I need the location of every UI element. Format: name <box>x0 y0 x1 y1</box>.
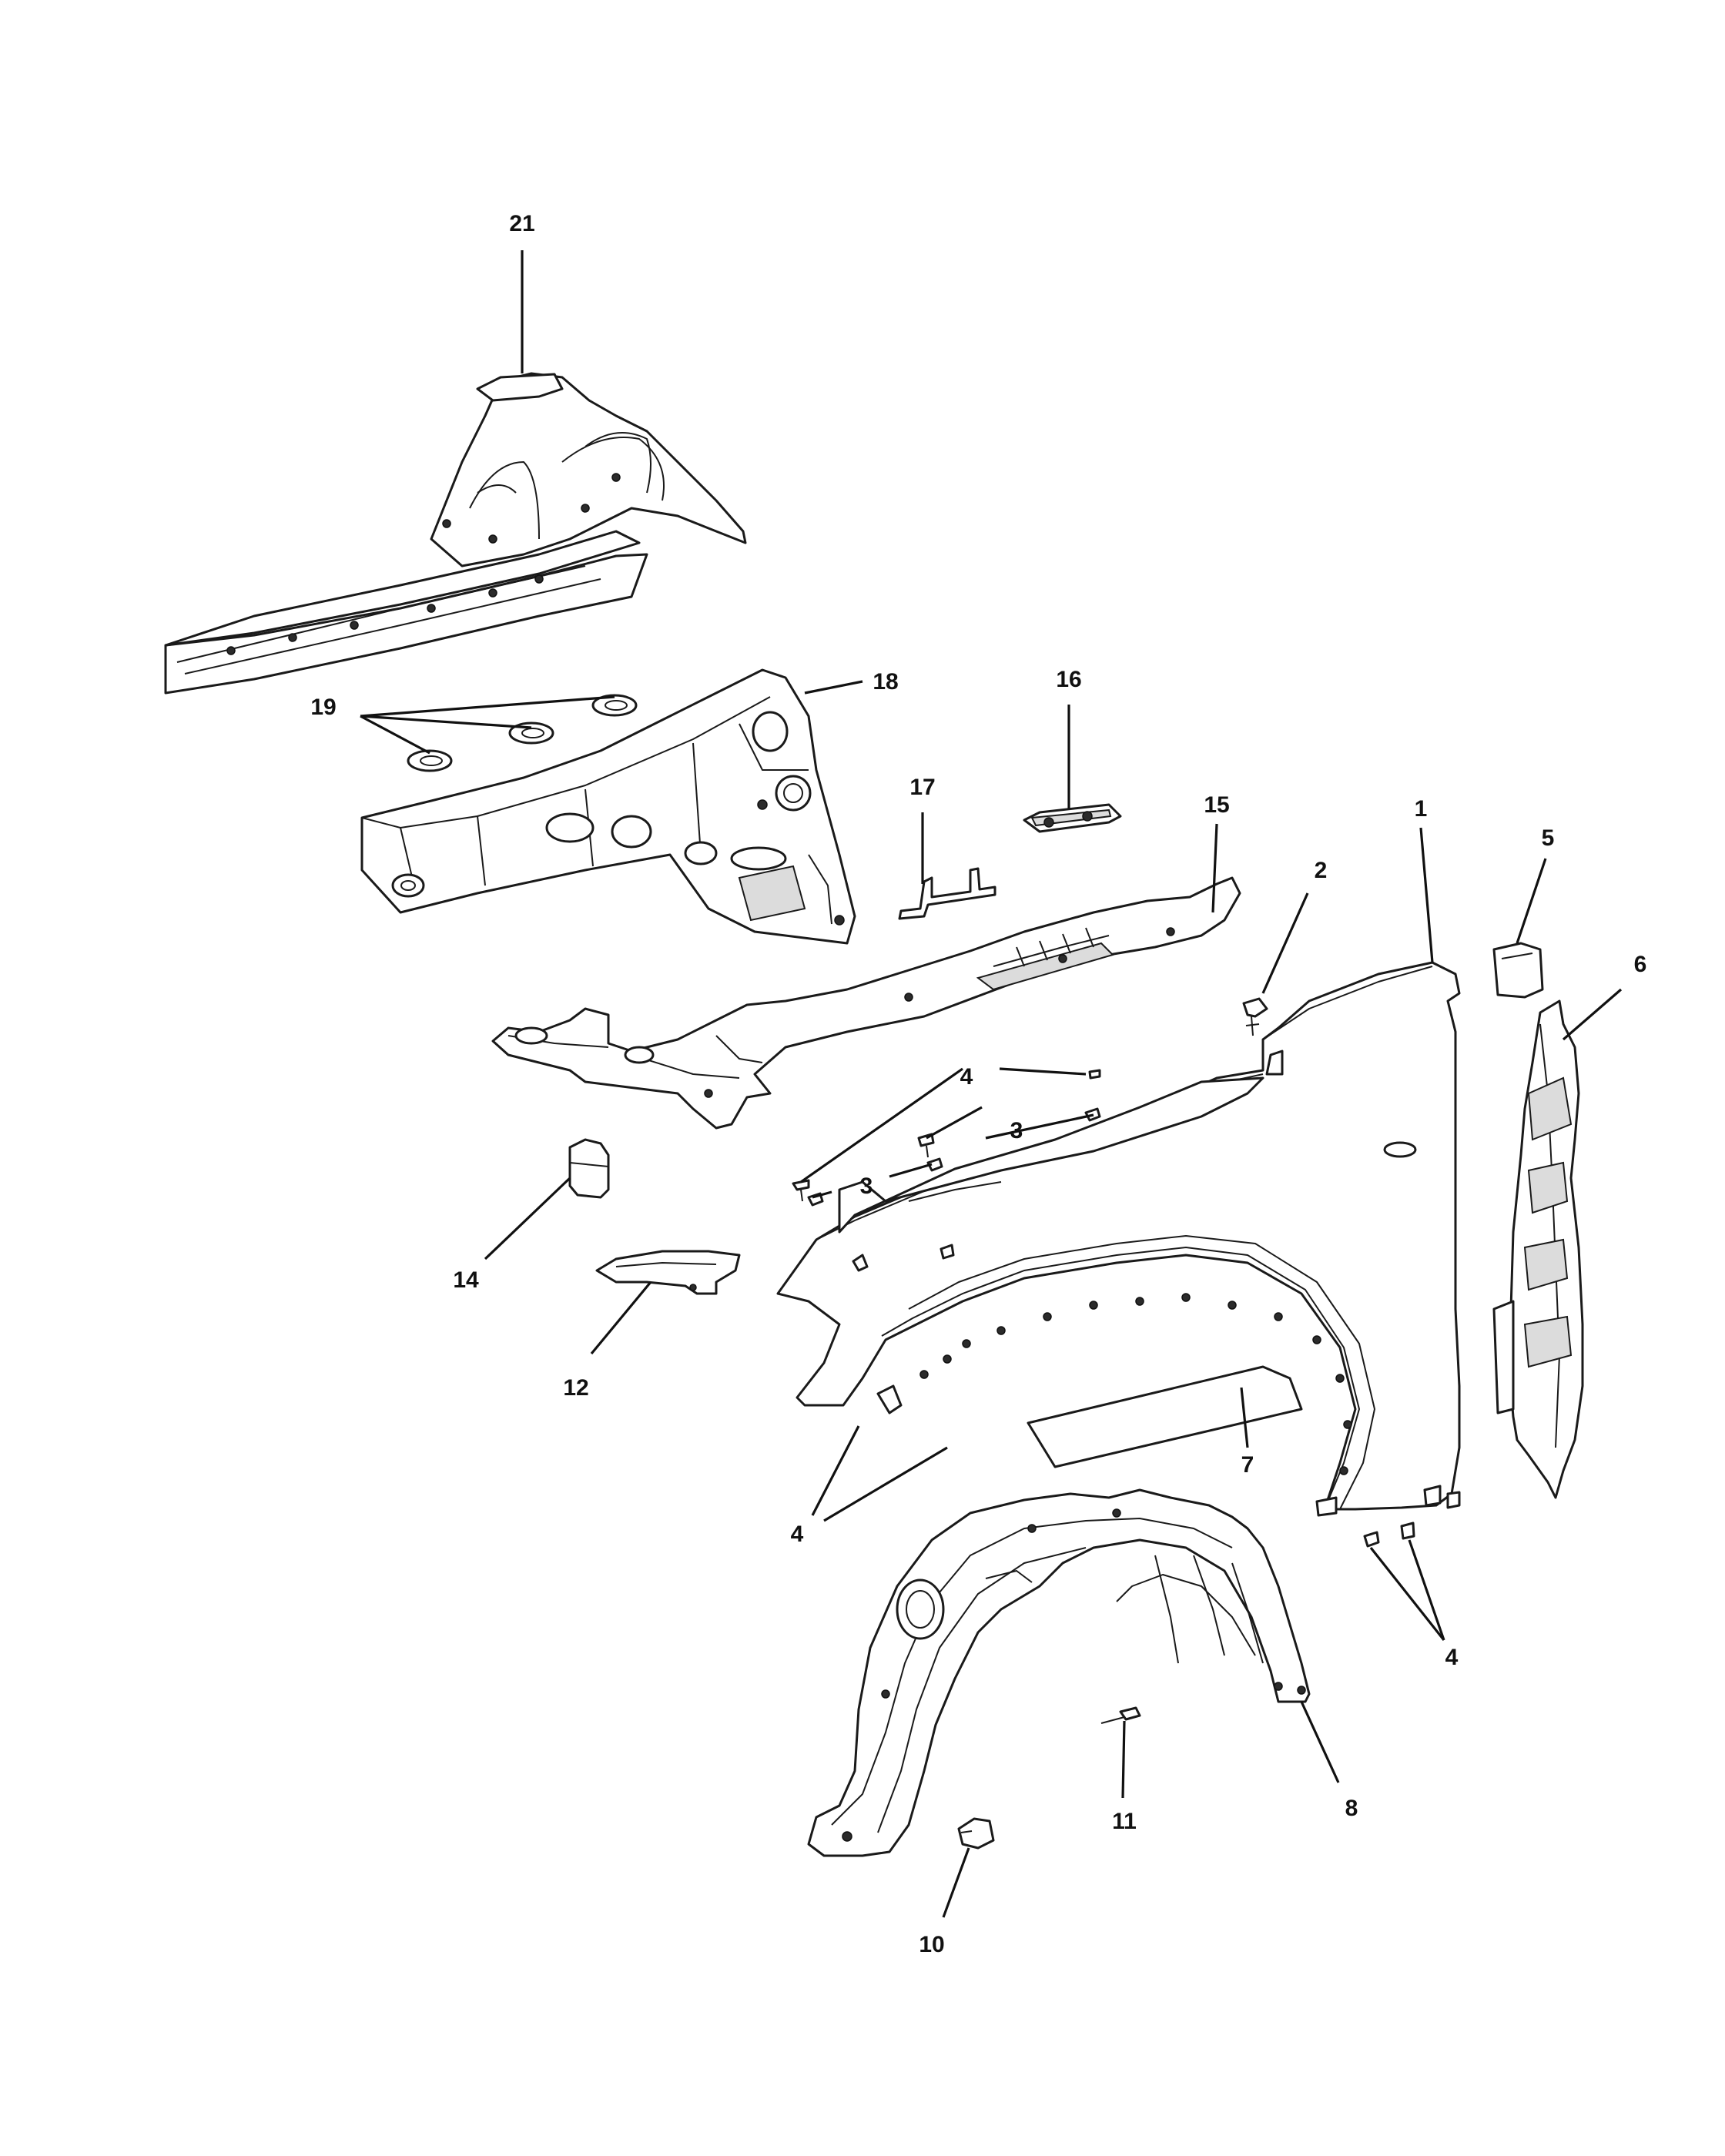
callout-12: 12 <box>563 1375 588 1401</box>
callout-4-top: 4 <box>960 1064 973 1090</box>
part-11-fastener <box>1100 1706 1141 1724</box>
callout-3-left: 3 <box>860 1173 873 1199</box>
callout-19: 19 <box>310 695 336 720</box>
callout-3-right: 3 <box>1010 1118 1023 1143</box>
part-2-push-pin <box>1242 997 1268 1036</box>
part-10-retainer <box>957 1817 995 1850</box>
part-18-lower-rail <box>360 668 856 945</box>
callout-8: 8 <box>1345 1796 1358 1821</box>
part-7-applique-tape <box>1027 1365 1303 1468</box>
callout-4-mid: 4 <box>791 1522 804 1547</box>
callout-5: 5 <box>1542 825 1555 851</box>
leader-lines <box>360 250 1623 1918</box>
part-21-upper-rail-wheelhouse <box>164 372 747 695</box>
part-4-screws <box>792 1069 1415 1548</box>
part-5-pad <box>1492 942 1544 999</box>
callout-4-right: 4 <box>1445 1645 1459 1670</box>
part-8-wheelhouse-liner <box>807 1488 1311 1857</box>
callout-15: 15 <box>1204 792 1229 818</box>
part-16-bracket <box>1023 803 1122 833</box>
part-15-cowl-closeout <box>491 876 1241 1130</box>
callout-2: 2 <box>1315 858 1328 883</box>
callout-6: 6 <box>1634 952 1647 977</box>
callout-11: 11 <box>1112 1809 1137 1834</box>
part-14-bumper-block <box>568 1138 610 1199</box>
part-12-splash-shield <box>595 1250 741 1295</box>
callout-1: 1 <box>1415 796 1428 822</box>
callout-14: 14 <box>453 1267 479 1293</box>
callout-16: 16 <box>1056 667 1081 692</box>
callout-labels: 21 18 19 16 17 15 2 1 5 6 4 3 3 14 12 7 … <box>310 211 1646 1957</box>
callout-10: 10 <box>919 1932 944 1957</box>
callout-7: 7 <box>1241 1452 1254 1478</box>
part-1-front-fender <box>776 961 1461 1517</box>
part-6-fender-seal <box>1492 999 1584 1499</box>
part-17-bracket <box>898 867 996 920</box>
part-19-grommets <box>407 694 638 772</box>
callout-17: 17 <box>909 775 935 800</box>
callout-21: 21 <box>509 211 534 236</box>
callout-18: 18 <box>873 669 898 695</box>
